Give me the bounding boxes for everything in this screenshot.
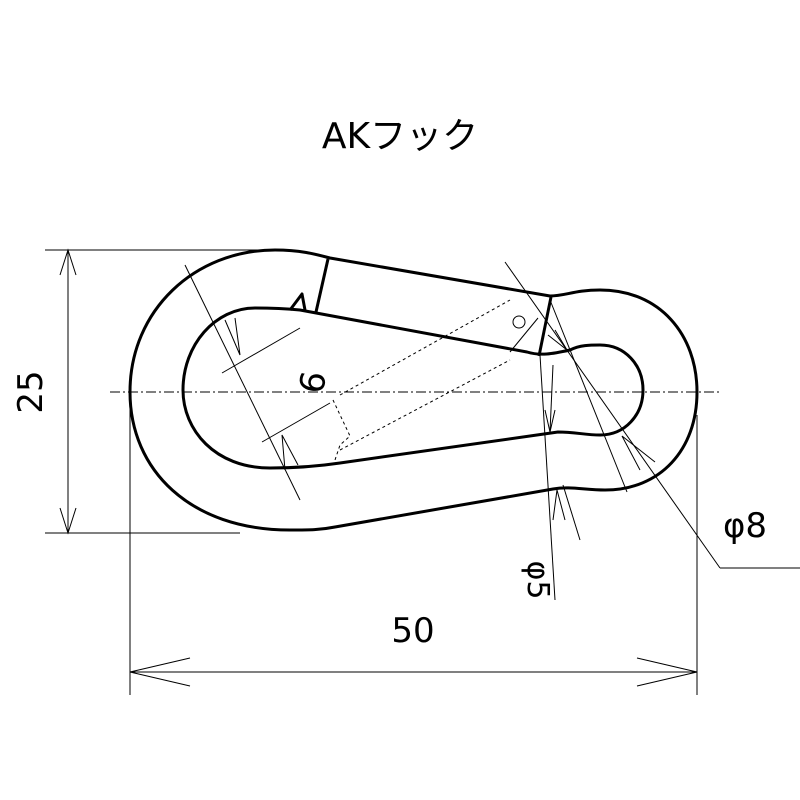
dimension-wire-diameter: φ5 [520,354,581,601]
svg-text:φ8: φ8 [723,506,767,546]
svg-text:25: 25 [11,370,51,413]
dimension-length: 50 [129,400,698,695]
hidden-lines [332,299,511,461]
hook-outer-contour [128,248,699,532]
drawing-title: AKフック [322,116,478,157]
hook-inner-contour [181,306,645,470]
svg-text:50: 50 [391,611,434,651]
dimension-height: 25 [11,248,290,535]
rivet-icon [512,315,526,329]
gate [288,258,553,357]
svg-text:φ5: φ5 [520,561,555,600]
dimension-gate-opening: 9 [184,264,332,501]
dimension-outer-diameter: φ8 [504,261,800,569]
